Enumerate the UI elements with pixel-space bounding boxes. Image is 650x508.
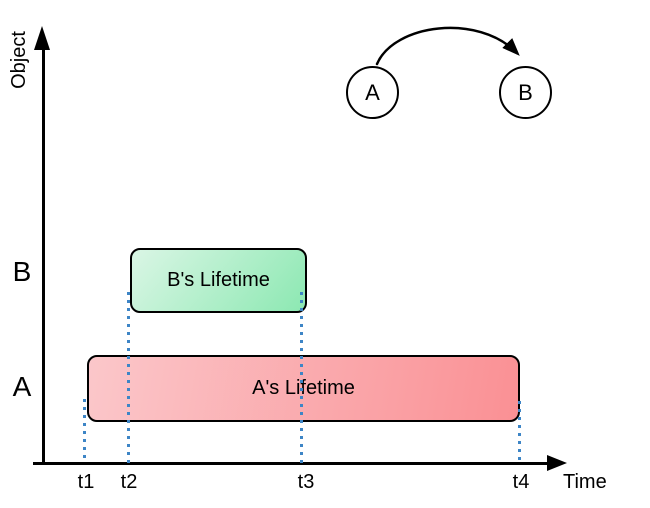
x-axis-line: [33, 462, 549, 465]
y-axis-label: Object: [8, 31, 30, 89]
tick-label-t1: t1: [77, 471, 95, 493]
x-axis-arrowhead-icon: [547, 455, 567, 471]
lifetime-bar-b-label: B's Lifetime: [167, 269, 270, 291]
tick-guide-line-t4: [518, 401, 521, 463]
tick-guide-line-t3: [300, 292, 303, 463]
lifetime-bar-b: B's Lifetime: [130, 248, 307, 313]
row-label-b: B: [12, 256, 32, 287]
node-b-label: B: [518, 79, 533, 105]
tick-guide-line-t2: [127, 292, 130, 463]
y-axis-line: [42, 44, 45, 464]
tick-label-t4: t4: [512, 471, 530, 493]
node-circle-b: B: [499, 66, 552, 119]
node-circle-a: A: [346, 66, 399, 119]
row-label-a: A: [12, 371, 32, 402]
x-axis-label: Time: [563, 471, 607, 493]
y-axis-arrowhead-icon: [34, 26, 50, 50]
tick-guide-line-t1: [83, 399, 86, 463]
node-a-label: A: [365, 79, 380, 105]
tick-label-t2: t2: [120, 471, 138, 493]
lifetime-bar-a-label: A's Lifetime: [252, 377, 355, 399]
lifetime-bar-a: A's Lifetime: [87, 355, 520, 422]
tick-label-t3: t3: [297, 471, 315, 493]
